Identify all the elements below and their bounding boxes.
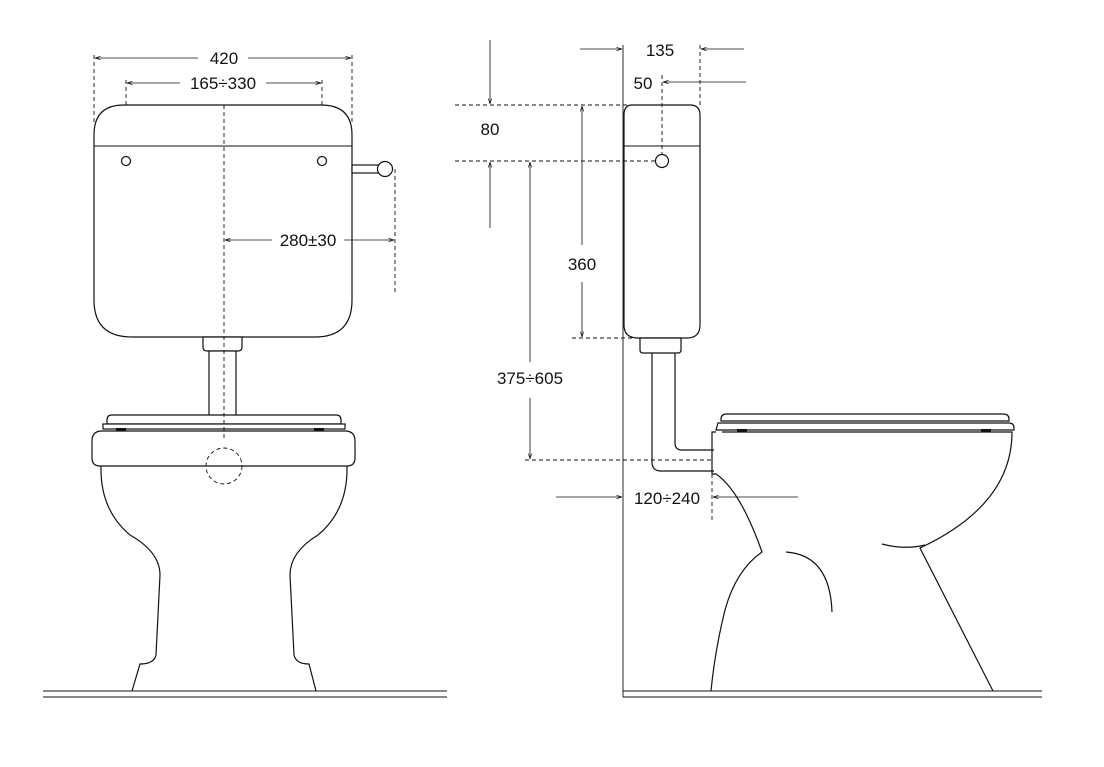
front-pipe-collar [202, 336, 243, 352]
front-flush-pipe [208, 350, 237, 417]
dim-lever-label: 280±30 [280, 231, 337, 250]
front-inlet-hole-right [316, 155, 328, 167]
side-seat-lid [720, 413, 1010, 422]
side-trap-curve [785, 551, 833, 613]
front-pedestal-left [100, 465, 161, 692]
side-bowl-outline [722, 431, 1013, 692]
front-cistern [93, 104, 353, 338]
side-pipe-collar [639, 337, 682, 354]
front-pedestal-right [289, 465, 348, 692]
front-view: 420 165÷330 280±30 [43, 49, 447, 698]
dim-375-label: 375÷605 [497, 369, 563, 388]
front-bowl-rim [91, 430, 356, 467]
front-hinge-right [314, 428, 324, 431]
dim-120-label: 120÷240 [634, 489, 700, 508]
front-hinge-left [116, 428, 126, 431]
dim-80-label: 80 [481, 120, 500, 139]
dim-inlet-label: 165÷330 [190, 74, 256, 93]
side-hinge-right [981, 429, 991, 432]
side-bowl-inner [881, 543, 926, 548]
dim-420-label: 420 [210, 49, 238, 68]
side-flush-pipe-inner [674, 353, 714, 451]
side-hinge-left [737, 429, 747, 432]
dim-360-label: 360 [568, 255, 596, 274]
side-inlet-hole [654, 153, 670, 169]
side-cistern [623, 104, 701, 339]
dim-50-label: 50 [634, 74, 653, 93]
side-flush-pipe [651, 353, 714, 472]
front-outlet-circle [205, 447, 243, 485]
flush-lever-knob [376, 160, 394, 178]
front-inlet-hole-left [120, 155, 132, 167]
side-view: 135 50 80 360 375÷605 120÷240 [455, 40, 1042, 698]
side-bowl-front [710, 431, 763, 692]
dim-135-label: 135 [646, 41, 674, 60]
side-seat-ring [715, 422, 1015, 431]
